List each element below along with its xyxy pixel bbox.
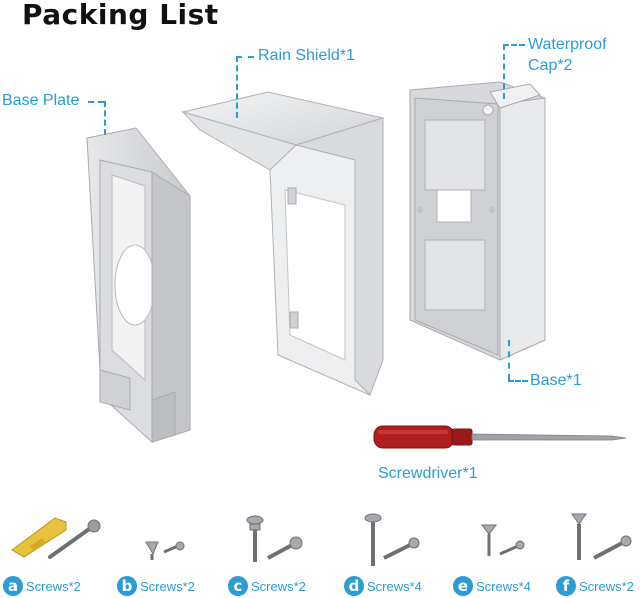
letter-d-badge: d <box>344 576 364 596</box>
page-title: Packing List <box>22 0 219 31</box>
screw-label-b: Screws*2 <box>140 578 195 594</box>
letter-e-badge: e <box>453 576 473 596</box>
screw-item-b: b Screws*2 <box>117 574 195 598</box>
rain-shield-leader-vertical <box>236 56 238 118</box>
screw-label-c: Screws*2 <box>251 578 306 594</box>
base-plate-label: Base Plate <box>2 92 80 109</box>
waterproof-cap-leader-vertical <box>503 44 505 99</box>
screw-item-e: e Screws*4 <box>453 574 531 598</box>
letter-a-badge: a <box>3 576 23 596</box>
screw-item-f: f Screws*2 <box>556 574 634 598</box>
waterproof-cap-leader <box>503 44 525 46</box>
base-label: Base*1 <box>530 372 582 389</box>
base-plate-leader <box>88 101 104 103</box>
rain-shield-label: Rain Shield*1 <box>258 47 355 64</box>
waterproof-cap-label-line1: Waterproof <box>528 36 607 53</box>
screwdriver-label: Screwdriver*1 <box>378 465 478 482</box>
letter-f-badge: f <box>556 576 576 596</box>
letter-c-badge: c <box>228 576 248 596</box>
screw-label-e: Screws*4 <box>476 578 531 594</box>
screw-item-a: a Screws*2 <box>3 574 81 598</box>
letter-b-badge: b <box>117 576 137 596</box>
screw-label-a: Screws*2 <box>26 578 81 594</box>
screw-item-d: d Screws*4 <box>344 574 422 598</box>
waterproof-cap-label-line2: Cap*2 <box>528 57 573 74</box>
screw-item-c: c Screws*2 <box>228 574 306 598</box>
rain-shield-leader <box>236 56 254 58</box>
base-leader <box>508 380 528 382</box>
screw-label-d: Screws*4 <box>367 578 422 594</box>
screw-label-f: Screws*2 <box>579 578 634 594</box>
base-leader-vertical <box>508 340 510 380</box>
base-plate-leader-vertical <box>104 101 106 135</box>
